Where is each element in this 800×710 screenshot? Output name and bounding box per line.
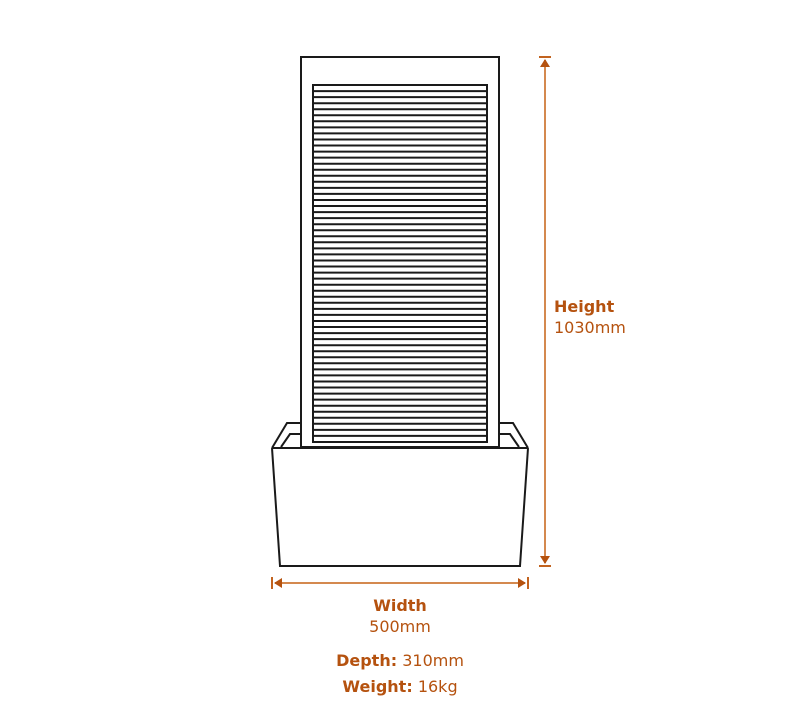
width-dimension-line [271, 577, 529, 589]
width-value: 500mm [369, 617, 431, 636]
weight-spec: Weight: 16kg [300, 677, 500, 696]
depth-value: 310mm [402, 651, 464, 670]
height-dimension-line [539, 56, 551, 567]
width-title: Width [373, 596, 427, 615]
planter-box [271, 422, 529, 567]
slat-panel [312, 84, 488, 443]
width-label: Width 500mm [300, 595, 500, 637]
depth-spec: Depth: 310mm [300, 651, 500, 670]
weight-title: Weight: [342, 677, 413, 696]
weight-value: 16kg [417, 677, 458, 696]
height-title: Height [554, 297, 615, 316]
depth-title: Depth: [336, 651, 398, 670]
height-value: 1030mm [554, 318, 626, 337]
height-label: Height 1030mm [554, 296, 626, 338]
